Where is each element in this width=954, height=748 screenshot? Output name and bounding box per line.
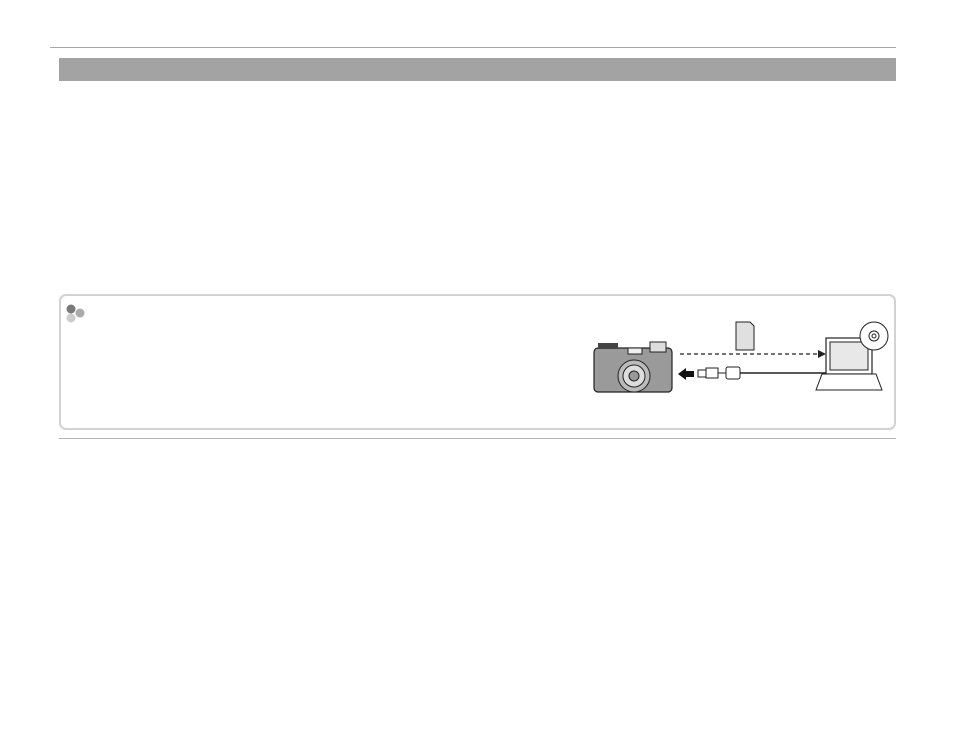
section-heading-bar	[59, 58, 896, 81]
top-rule	[50, 47, 896, 48]
laptop-icon	[815, 337, 883, 391]
cd-icon	[859, 321, 889, 351]
note-icon	[66, 304, 85, 323]
camera-icon	[593, 341, 673, 393]
bottom-rule	[59, 438, 896, 439]
usb-cable-icon	[678, 366, 830, 380]
sd-card-icon	[735, 321, 755, 351]
note-box	[59, 294, 896, 430]
camera-computer-connection-illustration	[593, 321, 889, 393]
